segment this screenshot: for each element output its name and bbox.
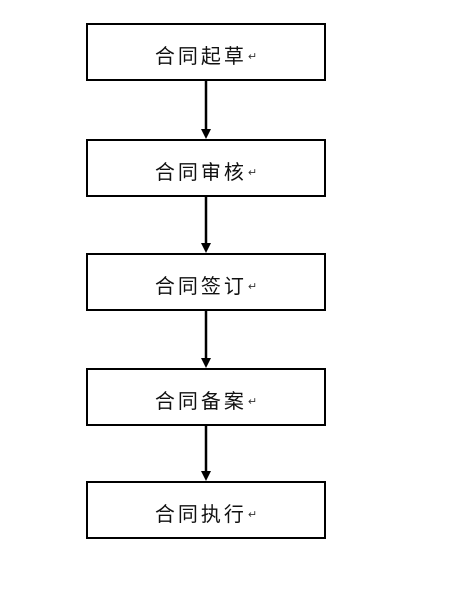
paragraph-mark-icon: ↵: [247, 165, 258, 179]
arrow-filing-to-execution: [201, 426, 211, 481]
arrow-sign-to-filing: [201, 311, 211, 368]
step-label-draft: 合同起草: [154, 43, 247, 68]
step-label-filing: 合同备案: [154, 388, 247, 413]
paragraph-mark-icon: ↵: [247, 507, 258, 521]
step-box-filing: 合同备案↵: [86, 368, 326, 426]
step-box-draft: 合同起草↵: [86, 23, 326, 81]
step-label-sign: 合同签订: [154, 273, 247, 298]
step-box-execution: 合同执行↵: [86, 481, 326, 539]
arrow-review-to-sign: [201, 197, 211, 253]
paragraph-mark-icon: ↵: [247, 49, 258, 63]
step-box-review: 合同审核↵: [86, 139, 326, 197]
step-label-review: 合同审核: [154, 159, 247, 184]
arrow-draft-to-review: [201, 81, 211, 139]
step-label-execution: 合同执行: [154, 501, 247, 526]
step-box-sign: 合同签订↵: [86, 253, 326, 311]
paragraph-mark-icon: ↵: [247, 279, 258, 293]
paragraph-mark-icon: ↵: [247, 394, 258, 408]
